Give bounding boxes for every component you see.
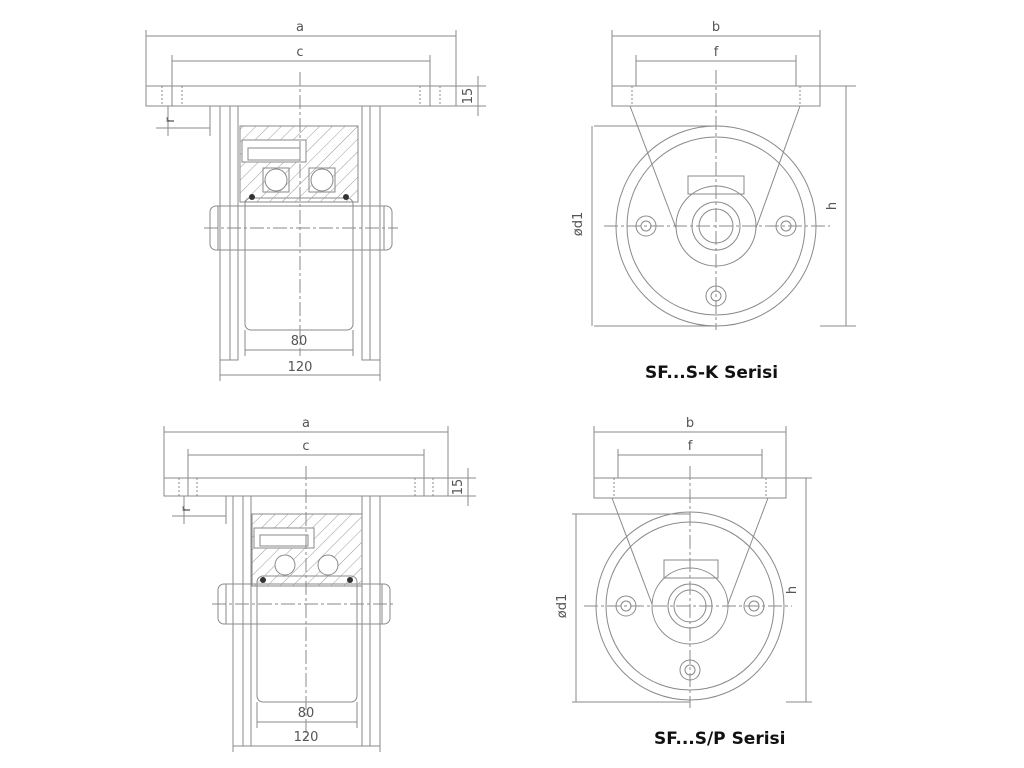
dim-h-top: h — [825, 202, 840, 210]
dim-c-top: c — [296, 45, 303, 60]
dim-d1-top: ød1 — [571, 212, 586, 236]
dim-15-top: 15 — [461, 88, 476, 105]
dim-80-bottom: 80 — [298, 706, 315, 721]
dim-b-top: b — [712, 20, 720, 35]
side-view-top — [145, 30, 486, 381]
dim-120-bottom: 120 — [294, 730, 319, 745]
side-view-bottom — [163, 426, 476, 752]
front-view-top — [591, 30, 856, 330]
dim-80-top: 80 — [291, 334, 308, 349]
dim-a-bottom: a — [302, 416, 310, 431]
series-caption-top: SF...S-K Serisi — [645, 363, 779, 383]
dim-f-top: f — [714, 45, 719, 60]
dim-c-bottom: c — [302, 439, 309, 454]
dim-f-bottom: f — [688, 439, 693, 454]
dim-d1-bottom: ød1 — [555, 594, 570, 618]
dim-h-bottom: h — [785, 586, 800, 594]
dim-b-bottom: b — [686, 416, 694, 431]
dim-r-bottom: r — [179, 506, 194, 512]
dim-15-bottom: 15 — [451, 479, 466, 496]
dim-120-top: 120 — [288, 360, 313, 375]
series-caption-bottom: SF...S/P Serisi — [654, 729, 786, 749]
dim-a-top: a — [296, 20, 304, 35]
front-view-bottom — [572, 426, 812, 708]
dim-r-top: r — [163, 117, 178, 123]
